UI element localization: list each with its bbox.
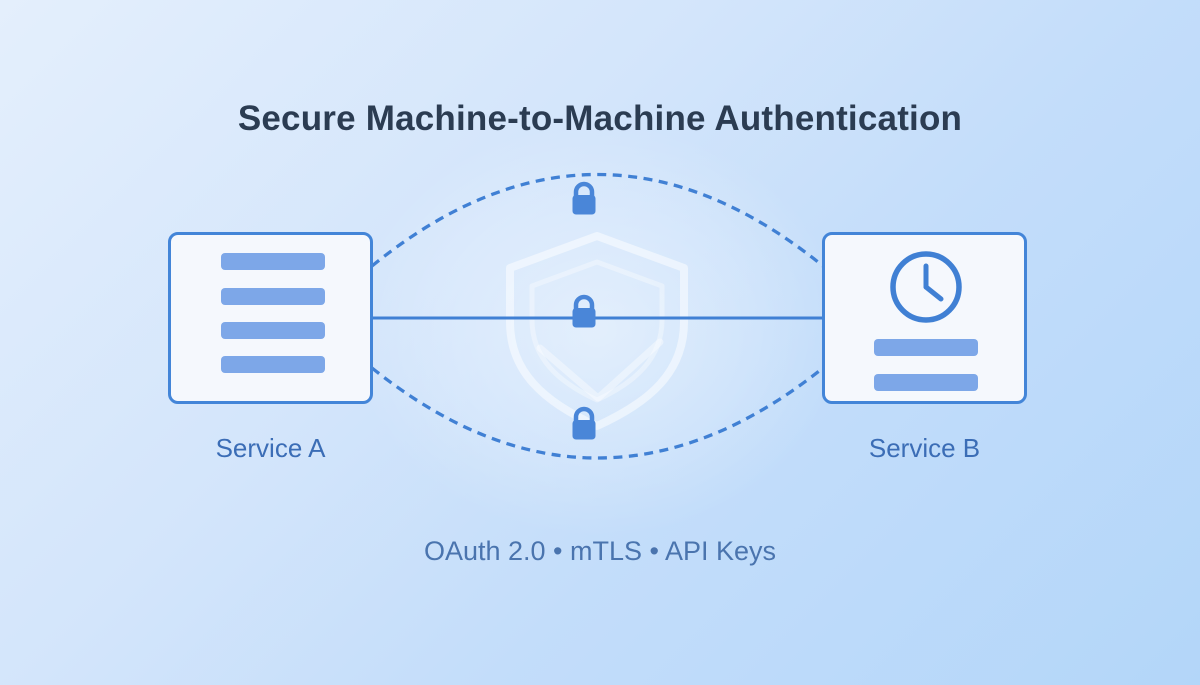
- text-line: [221, 322, 325, 339]
- clock-icon: [890, 251, 962, 323]
- lock-icon: [572, 406, 596, 440]
- text-line: [221, 288, 325, 305]
- text-line: [221, 356, 325, 373]
- text-line: [221, 253, 325, 270]
- service-b-label: Service B: [868, 433, 981, 463]
- page-title: Secure Machine-to-Machine Authentication: [237, 99, 963, 139]
- shield-check-icon: [506, 232, 688, 430]
- service-a-label: Service A: [215, 433, 326, 463]
- bottom-dashed-connection: [370, 366, 825, 460]
- lock-icon: [572, 294, 596, 328]
- text-line: [874, 374, 978, 391]
- service-a-box: [168, 232, 373, 404]
- auth-methods-subtitle: OAuth 2.0 • mTLS • API Keys: [423, 536, 777, 566]
- lock-icon: [572, 181, 596, 215]
- text-line: [874, 339, 978, 356]
- top-dashed-connection: [370, 172, 825, 268]
- service-b-box: [822, 232, 1027, 404]
